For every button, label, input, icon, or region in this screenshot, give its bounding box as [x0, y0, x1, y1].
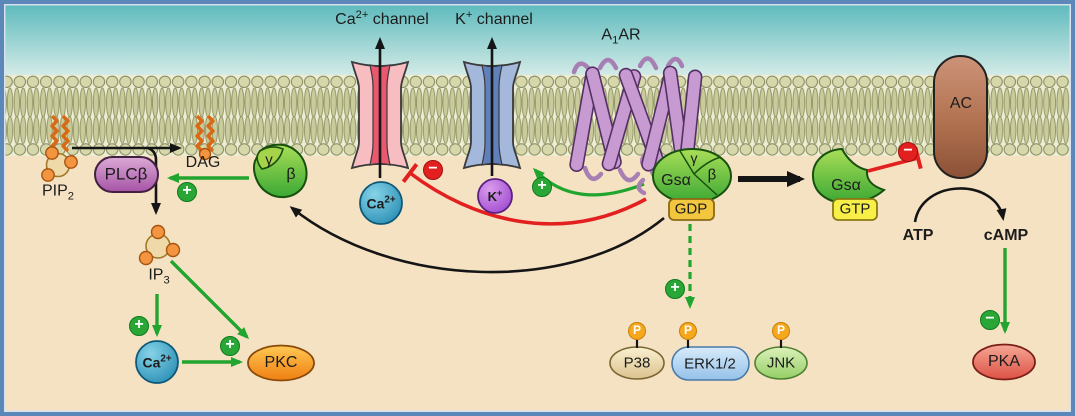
gs-complex-gdp [652, 148, 732, 221]
ac-enzyme-shape [933, 55, 988, 179]
inhibition-line-gs-to-ca-channel [401, 163, 647, 226]
ca-channel-label: Ca2+ channel [335, 8, 429, 29]
plus-badge-erk: + [665, 279, 685, 299]
k-channel-label: K+ channel [455, 8, 533, 29]
erk-label: ERK1/2 [684, 355, 736, 373]
arrow-gdp-to-betagamma [289, 206, 665, 274]
pka-shape [972, 343, 1036, 381]
minus-badge-ac: − [898, 142, 918, 162]
gamma-left-label: γ [265, 151, 273, 169]
minus-badge-ca-channel: − [423, 160, 443, 180]
plasma-membrane [0, 75, 1075, 156]
p38-label: P38 [623, 354, 651, 372]
beta-left-label: β [286, 166, 296, 183]
plus-badge-ip3-ca: + [129, 316, 149, 336]
ca-ion-bottom [135, 340, 179, 384]
ca-ion-bottom-label: Ca2+ [142, 353, 172, 371]
pkc-label: PKC [264, 354, 298, 371]
plus-badge-k-channel: + [532, 177, 552, 197]
plus-badge-ca-pkc: + [220, 336, 240, 356]
ac-label: AC [949, 95, 973, 112]
gamma-gs-label: γ [690, 150, 698, 166]
gs-alpha-gtp-label: Gsα [831, 177, 861, 194]
erk-shape [671, 346, 750, 381]
plcb-label: PLCβ [104, 164, 148, 184]
k-ion [477, 178, 513, 214]
a1ar-receptor [569, 56, 703, 196]
dag-molecule [195, 114, 215, 161]
atp-label: ATP [902, 227, 934, 244]
pkc-shape [247, 344, 315, 382]
gs-alpha-label: Gsα [661, 172, 691, 189]
betagamma-subunit-left [253, 143, 308, 199]
arrow-atp-to-camp [913, 187, 1007, 223]
plus-badge-plcb: + [177, 182, 197, 202]
ip3-molecule [138, 224, 181, 266]
pip2-label: PIP2 [41, 182, 75, 203]
a1ar-label: A1AR [601, 26, 641, 47]
beta-gs-label: β [707, 166, 717, 184]
gdp-tag [668, 198, 715, 221]
arrow-plcb-to-ip3 [147, 146, 161, 215]
dag-label: DAG [185, 154, 221, 171]
jnk-label: JNK [766, 354, 796, 372]
pka-label: PKA [987, 353, 1021, 370]
phosphate-badge-jnk: P [772, 322, 790, 340]
gdp-label: GDP [674, 200, 708, 218]
gtp-tag [832, 198, 878, 221]
gs-alpha-gtp-shape [811, 147, 886, 221]
activation-arrow-ip3-to-pkc [169, 259, 250, 340]
plcb-enzyme-shape [94, 156, 159, 193]
ca-ion-top-label: Ca2+ [366, 194, 396, 212]
phosphate-sticks [635, 339, 783, 348]
ip3-label: IP3 [148, 266, 170, 287]
pip2-molecule [41, 114, 78, 182]
minus-badge-pka: − [980, 310, 1000, 330]
gtp-label: GTP [839, 200, 871, 218]
k-ion-label: K+ [487, 187, 503, 205]
phosphate-badge-erk: P [679, 322, 697, 340]
camp-label: cAMP [983, 227, 1029, 244]
extracellular-region [0, 0, 1075, 80]
ca-ion-top [359, 181, 403, 225]
frame-inner-line [3, 3, 1072, 413]
phosphate-badge-p38: P [628, 322, 646, 340]
